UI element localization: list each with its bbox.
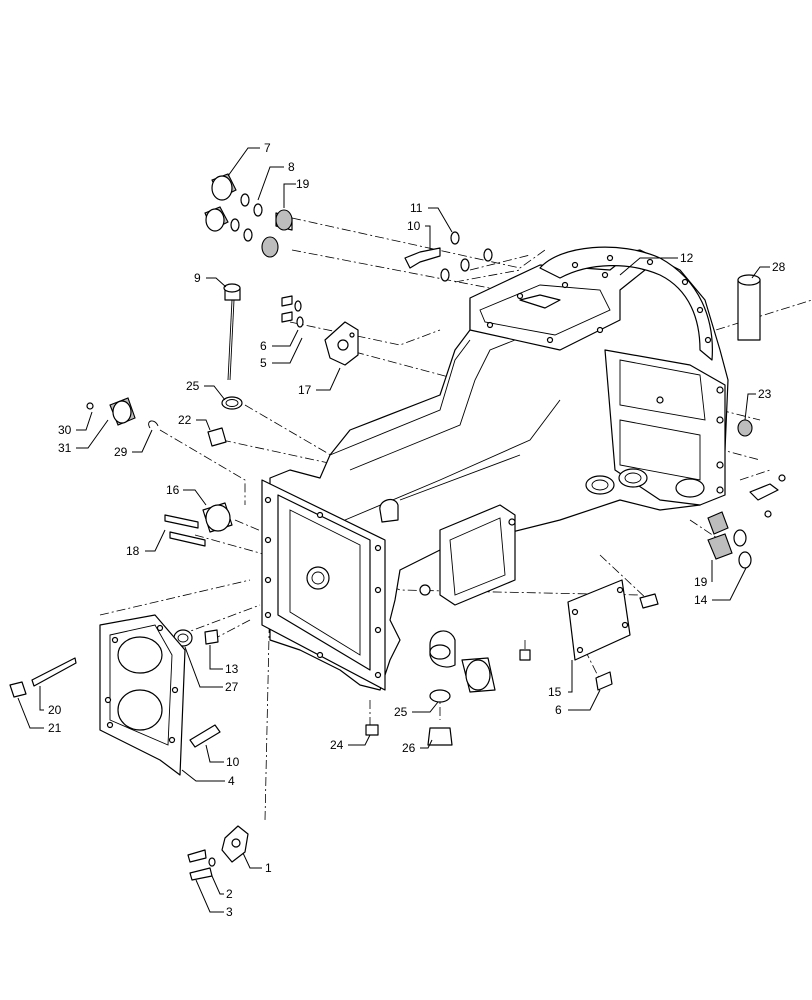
callout-30: 30: [58, 423, 72, 437]
callout-11: 11: [410, 201, 423, 215]
callout-17: 17: [298, 383, 312, 397]
callout-29: 29: [114, 445, 128, 459]
callout-7: 7: [264, 141, 271, 155]
callout-5: 5: [260, 356, 267, 370]
callout-27: 27: [225, 680, 239, 694]
callout-20: 20: [48, 703, 62, 717]
callout-8: 8: [288, 160, 295, 174]
callout-18: 18: [126, 544, 140, 558]
callout-10: 10: [407, 219, 421, 233]
callout-24: 24: [330, 738, 344, 752]
callout-19: 19: [296, 177, 310, 191]
callout-22: 22: [178, 413, 192, 427]
loose-parts: [9, 173, 786, 881]
callout-31: 31: [58, 441, 72, 455]
callout-1: 1: [265, 861, 272, 875]
callout-4: 4: [228, 774, 235, 788]
callout-23: 23: [758, 387, 772, 401]
leader-lines: [17, 147, 770, 913]
callout-13: 13: [225, 662, 239, 676]
callout-21: 21: [48, 721, 62, 735]
callout-12: 12: [680, 251, 694, 265]
callout-10: 10: [226, 755, 240, 769]
callout-16: 16: [166, 483, 180, 497]
callout-28: 28: [772, 260, 786, 274]
callout-labels: 7 8 19 9 6 5 17 25 11 10 12 28 30 31 29 …: [48, 141, 786, 919]
callout-9: 9: [194, 271, 201, 285]
callout-2: 2: [226, 887, 233, 901]
callout-6: 6: [555, 703, 562, 717]
callout-3: 3: [226, 905, 233, 919]
callout-25: 25: [394, 705, 408, 719]
callout-25: 25: [186, 379, 200, 393]
callout-19: 19: [694, 575, 708, 589]
callout-26: 26: [402, 741, 416, 755]
callout-14: 14: [694, 593, 708, 607]
callout-15: 15: [548, 685, 562, 699]
callout-6: 6: [260, 339, 267, 353]
transmission-housing: [261, 246, 729, 691]
